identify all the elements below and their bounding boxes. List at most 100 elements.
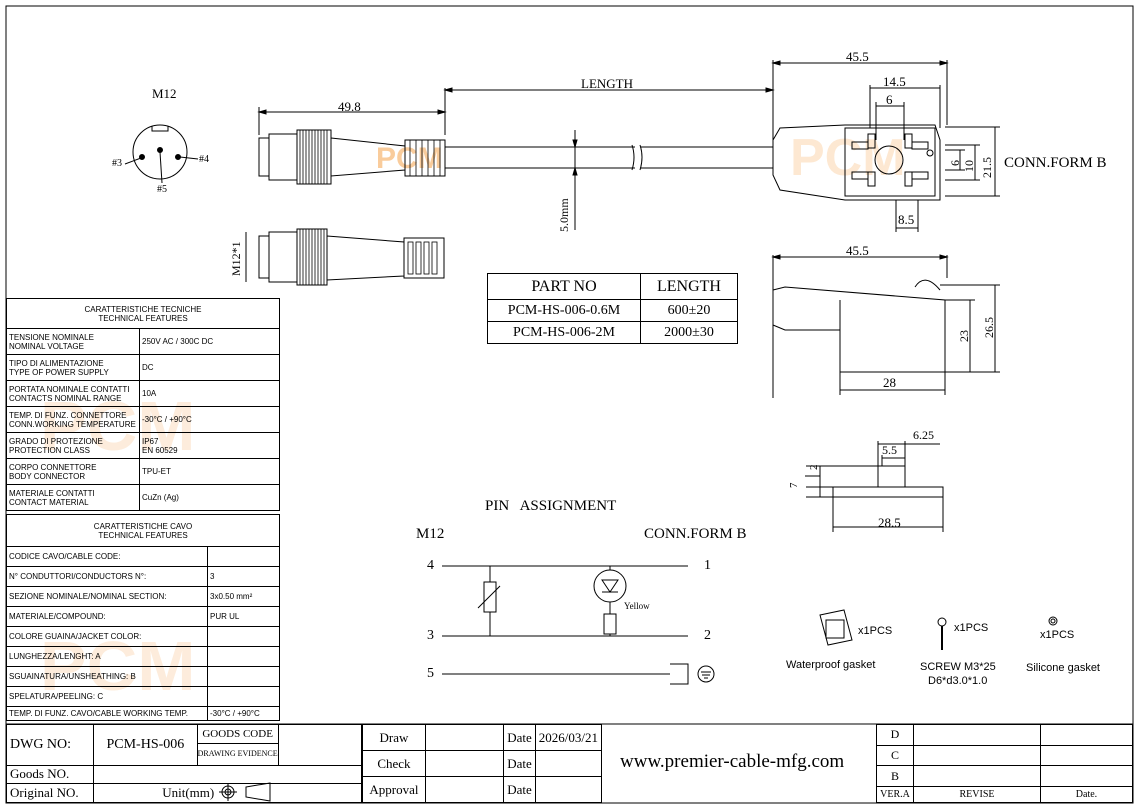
accessory-icons bbox=[819, 609, 1058, 650]
date2-label: Date. bbox=[1040, 785, 1133, 804]
tech-row-label: CORPO CONNETTORE BODY CONNECTOR bbox=[6, 458, 140, 485]
date-value: 2026/03/21 bbox=[534, 724, 603, 751]
goods-no-label: Goods NO. bbox=[5, 764, 95, 784]
pin4-label: #4 bbox=[199, 154, 209, 165]
dim-28: 28 bbox=[883, 375, 896, 390]
rev-letter: B bbox=[876, 765, 914, 787]
unit-label: Unit(mm) bbox=[93, 782, 362, 804]
silicone-gasket-icon bbox=[1048, 616, 1058, 626]
tech-features-title: CARATTERISTICHE TECNICHE TECHNICAL FEATU… bbox=[6, 298, 280, 329]
cable-row-value: 3 bbox=[207, 566, 280, 587]
m12-face-view bbox=[124, 124, 199, 184]
form-b-side-view bbox=[771, 254, 1000, 398]
rev-cell bbox=[1040, 724, 1133, 746]
cable-row-value bbox=[207, 546, 280, 567]
part-row-2-part: PCM-HS-006-2M bbox=[487, 321, 641, 344]
waterproof-gasket-qty: x1PCS bbox=[858, 625, 893, 637]
approval-date-value bbox=[534, 776, 603, 803]
right-pin-1: 1 bbox=[704, 558, 711, 573]
dim-45-5-side: 45.5 bbox=[846, 243, 869, 258]
pin-assignment-left-label: M12 bbox=[416, 526, 445, 542]
draw-label: Draw bbox=[362, 724, 426, 751]
pin-assignment-schematic bbox=[442, 565, 715, 685]
tech-row-label: TEMP. DI FUNZ. CONNETTORE CONN.WORKING T… bbox=[6, 406, 140, 433]
tech-row-value: 10A bbox=[139, 380, 280, 407]
title-block-left: DWG NO: PCM-HS-006 GOODS CODE DRAWING EV… bbox=[5, 724, 363, 804]
cable-row-label: COLORE GUAINA/JACKET COLOR: bbox=[6, 626, 208, 647]
form-b-base-view bbox=[805, 441, 944, 532]
dim-23: 23 bbox=[957, 330, 971, 342]
cable-row-value bbox=[207, 666, 280, 687]
silicone-gasket-label: Silicone gasket bbox=[1026, 662, 1100, 674]
tech-row-value: CuZn (Ag) bbox=[139, 484, 280, 511]
dim-2: 2 bbox=[808, 464, 820, 471]
rev-letter: C bbox=[876, 744, 914, 767]
cable-row-value: -30°C / +90°C bbox=[207, 706, 280, 721]
cable-row-value bbox=[207, 686, 280, 707]
blank-cell bbox=[277, 724, 363, 766]
tech-row-label: PORTATA NOMINALE CONTATTI CONTACTS NOMIN… bbox=[6, 380, 140, 407]
title-block-approval: Draw Date 2026/03/21 Check Date Approval… bbox=[362, 724, 603, 803]
cable-row-value: 3x0.50 mm² bbox=[207, 586, 280, 607]
tech-row-label: TIPO DI ALIMENTAZIONE TYPE OF POWER SUPP… bbox=[6, 354, 140, 381]
part-table-header-length: LENGTH bbox=[640, 273, 738, 300]
watermark-pcm-2: PCM bbox=[790, 129, 906, 187]
m12-face-title: M12 bbox=[152, 86, 177, 101]
cable-side-view bbox=[257, 87, 775, 230]
dim-21-5: 21.5 bbox=[980, 157, 994, 178]
part-row-2-length: 2000±30 bbox=[640, 321, 738, 344]
waterproof-gasket-icon bbox=[819, 609, 853, 646]
tech-row-value: -30°C / +90°C bbox=[139, 406, 280, 433]
plug-outline-view bbox=[245, 228, 445, 286]
tech-row-label: MATERIALE CONTATTI CONTACT MATERIAL bbox=[6, 484, 140, 511]
tech-row-value: TPU-ET bbox=[139, 458, 280, 485]
cable-row-value: PUR UL bbox=[207, 606, 280, 627]
silicone-gasket-qty: x1PCS bbox=[1040, 629, 1075, 641]
led-color-label: Yellow bbox=[624, 601, 650, 611]
watermark-pcm-1: PCM bbox=[376, 142, 443, 175]
technical-features-table: CARATTERISTICHE TECNICHE TECHNICAL FEATU… bbox=[6, 298, 280, 511]
tech-row-value: 250V AC / 300C DC bbox=[139, 328, 280, 355]
form-b-top-view bbox=[771, 60, 1000, 232]
cable-row-label: SPELATURA/PEELING: C bbox=[6, 686, 208, 707]
left-pin-5: 5 bbox=[427, 666, 434, 681]
pin5-label: #5 bbox=[157, 184, 167, 195]
pin-assignment-right-label: CONN.FORM B bbox=[644, 526, 747, 542]
tech-row-value: IP67 EN 60529 bbox=[139, 432, 280, 459]
website-label: www.premier-cable-mfg.com bbox=[620, 751, 845, 772]
check-label: Check bbox=[362, 750, 426, 777]
dwg-no-label: DWG NO: bbox=[5, 724, 95, 766]
part-row-1-part: PCM-HS-006-0.6M bbox=[487, 299, 641, 322]
left-pin-3: 3 bbox=[427, 628, 434, 643]
dim-length: LENGTH bbox=[581, 76, 633, 91]
right-pin-2: 2 bbox=[704, 628, 711, 643]
ver-label: VER.A bbox=[876, 785, 914, 804]
dwg-no-value: PCM-HS-006 bbox=[93, 724, 198, 766]
cable-row-value bbox=[207, 646, 280, 667]
rev-cell bbox=[1040, 765, 1133, 787]
part-row-1-length: 600±20 bbox=[640, 299, 738, 322]
original-no-label: Original NO. bbox=[5, 782, 95, 804]
goods-no-value bbox=[93, 764, 362, 784]
cable-row-value bbox=[207, 626, 280, 647]
dim-10: 10 bbox=[962, 160, 976, 172]
draw-value bbox=[424, 724, 505, 751]
cable-row-label: SEZIONE NOMINALE/NOMINAL SECTION: bbox=[6, 586, 208, 607]
tech-row-value: DC bbox=[139, 354, 280, 381]
cable-row-label: N° CONDUTTORI/CONDUCTORS N°: bbox=[6, 566, 208, 587]
dim-49-8: 49.8 bbox=[338, 99, 361, 114]
screw-qty: x1PCS bbox=[954, 622, 989, 634]
dim-28-5: 28.5 bbox=[878, 515, 901, 530]
check-value bbox=[424, 750, 505, 777]
left-pin-4: 4 bbox=[427, 558, 434, 573]
dim-26-5: 26.5 bbox=[982, 317, 996, 338]
dim-5-5: 5.5 bbox=[882, 443, 897, 457]
approval-label: Approval bbox=[362, 776, 426, 803]
revise-label: REVISE bbox=[913, 785, 1041, 804]
rev-cell bbox=[913, 724, 1041, 746]
screw-label: SCREW M3*25 bbox=[920, 661, 996, 673]
drawing-evidence-label: DRAWING EVIDENCE bbox=[197, 748, 278, 758]
cable-row-label: CODICE CAVO/CABLE CODE: bbox=[6, 546, 208, 567]
screw-size-label: D6*d3.0*1.0 bbox=[928, 675, 988, 687]
